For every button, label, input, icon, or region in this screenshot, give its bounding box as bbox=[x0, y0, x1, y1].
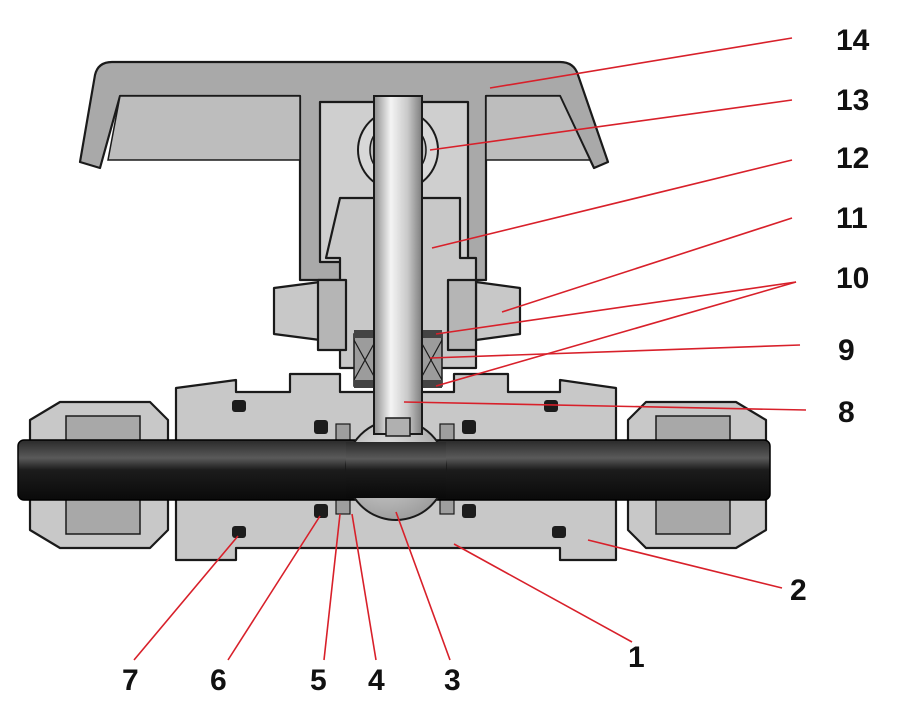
leader-lines bbox=[133, 37, 807, 661]
callout-8: 8 bbox=[838, 396, 855, 429]
callout-10: 10 bbox=[836, 262, 869, 295]
callout-4: 4 bbox=[368, 664, 385, 697]
leader-2 bbox=[587, 539, 783, 589]
callout-labels: 1 2 3 4 5 6 7 8 9 10 11 12 13 14 bbox=[122, 24, 870, 697]
leader-8 bbox=[403, 401, 807, 411]
leader-7 bbox=[133, 535, 239, 661]
callout-1: 1 bbox=[628, 641, 645, 674]
callout-13: 13 bbox=[836, 84, 869, 117]
callout-9: 9 bbox=[838, 334, 855, 367]
leader-6 bbox=[227, 515, 321, 661]
leader-11 bbox=[501, 217, 793, 313]
leader-5 bbox=[323, 513, 341, 661]
callout-2: 2 bbox=[790, 574, 807, 607]
callout-14: 14 bbox=[836, 24, 870, 57]
stem-packing bbox=[353, 330, 443, 388]
callout-3: 3 bbox=[444, 664, 461, 697]
leader-10a bbox=[435, 281, 797, 335]
leader-1 bbox=[453, 543, 633, 643]
callout-12: 12 bbox=[836, 142, 869, 175]
ball bbox=[345, 419, 447, 521]
callout-5: 5 bbox=[310, 664, 327, 697]
leader-14 bbox=[489, 37, 793, 89]
callout-6: 6 bbox=[210, 664, 227, 697]
stem bbox=[373, 95, 423, 437]
leader-4 bbox=[351, 513, 377, 661]
callout-11: 11 bbox=[836, 202, 868, 235]
callout-7: 7 bbox=[122, 664, 139, 697]
leader-12 bbox=[431, 159, 793, 249]
leader-9 bbox=[429, 344, 801, 359]
leader-13 bbox=[429, 99, 793, 151]
leader-10b bbox=[435, 281, 797, 387]
leader-3 bbox=[395, 511, 451, 661]
